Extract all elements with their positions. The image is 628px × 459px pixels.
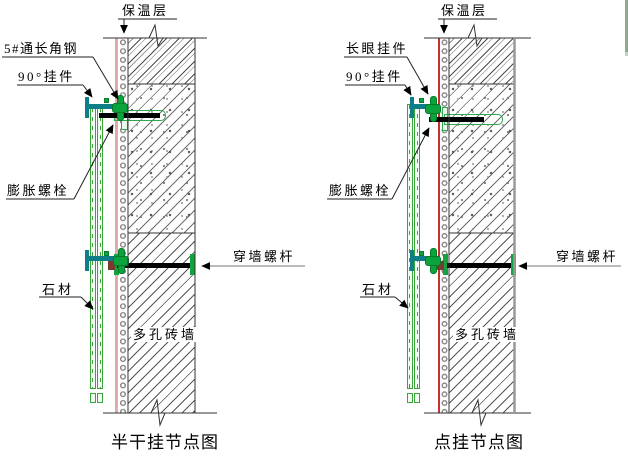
hanger-nub: [104, 98, 109, 103]
caption-point-hang: 点挂节点图: [434, 433, 524, 452]
hanger-90-cross: [113, 248, 129, 274]
clamp-cap: [85, 250, 89, 271]
rod-flange-right: [190, 254, 195, 275]
insulation-layer: [118, 38, 128, 413]
brick-band-bottom: [128, 233, 195, 413]
label-expansion-bolt: 膨胀螺栓: [7, 183, 70, 198]
label-stone: 石材: [42, 282, 75, 297]
label-through-wall-rod: 穿墙螺杆: [233, 249, 296, 264]
stone-panel-outer: [406, 104, 413, 389]
stone-panel-stub: [414, 393, 420, 403]
brick-band-top: [128, 38, 195, 84]
label-long-eye-hanger: 长眼挂件: [346, 41, 409, 56]
insulation-layer: [440, 38, 449, 413]
stone-panel-stub: [89, 393, 96, 403]
label-stone: 石材: [362, 282, 395, 297]
clamp-cap: [85, 97, 89, 118]
concrete-band: [128, 84, 195, 233]
label-brick-wall: 多孔砖墙: [453, 327, 522, 342]
concrete-band: [449, 84, 514, 233]
label-hanger-90: 90°挂件: [346, 69, 403, 84]
expansion-bolt: [429, 116, 484, 122]
stone-panel-inner: [97, 107, 103, 389]
rod-flange-right: [511, 254, 516, 275]
label-expansion-bolt: 膨胀螺栓: [329, 183, 392, 198]
slide-accent-bar-tail: [624, 52, 628, 56]
clamp-arm: [413, 256, 429, 261]
clamp-arm: [88, 104, 118, 109]
stone-panel-outer: [89, 107, 96, 389]
caption-semi-dry-hang: 半干挂节点图: [111, 433, 219, 452]
brick-band-top: [449, 38, 514, 84]
stone-panel-inner: [414, 104, 420, 389]
stone-panel-stub: [97, 393, 103, 403]
hanger-90-cross: [425, 96, 441, 122]
wall-section-left: [128, 38, 195, 413]
slide-accent-bar: [624, 0, 628, 52]
label-brick-wall: 多孔砖墙: [131, 327, 200, 342]
clamp-cap: [410, 250, 414, 271]
rod-nut: [437, 261, 444, 270]
hanger-90-cross: [425, 248, 441, 274]
clamp-cap: [410, 97, 414, 118]
rod-nut: [108, 261, 115, 270]
label-insulation: 保温层: [441, 3, 488, 18]
hanger-90-cross: [112, 95, 128, 121]
brick-band-bottom: [449, 233, 514, 413]
clamp-arm: [88, 256, 118, 261]
through-wall-rod: [447, 263, 512, 268]
label-hanger-90: 90°挂件: [18, 69, 75, 84]
hanger-nub: [419, 98, 424, 103]
finish-line: [115, 38, 118, 413]
stone-panel-stub: [406, 393, 413, 403]
hanger-nub: [104, 251, 109, 256]
through-wall-rod: [117, 263, 193, 268]
label-insulation: 保温层: [122, 3, 169, 18]
rod-flange-left: [443, 254, 448, 275]
label-through-wall-rod: 穿墙螺杆: [556, 249, 619, 264]
wall-section-right: [449, 38, 514, 413]
clamp-arm: [413, 104, 429, 109]
finish-line: [437, 38, 440, 413]
expansion-bolt: [99, 112, 160, 118]
hanger-nub: [419, 251, 424, 256]
label-angle-steel: 5#通长角钢: [4, 41, 79, 56]
